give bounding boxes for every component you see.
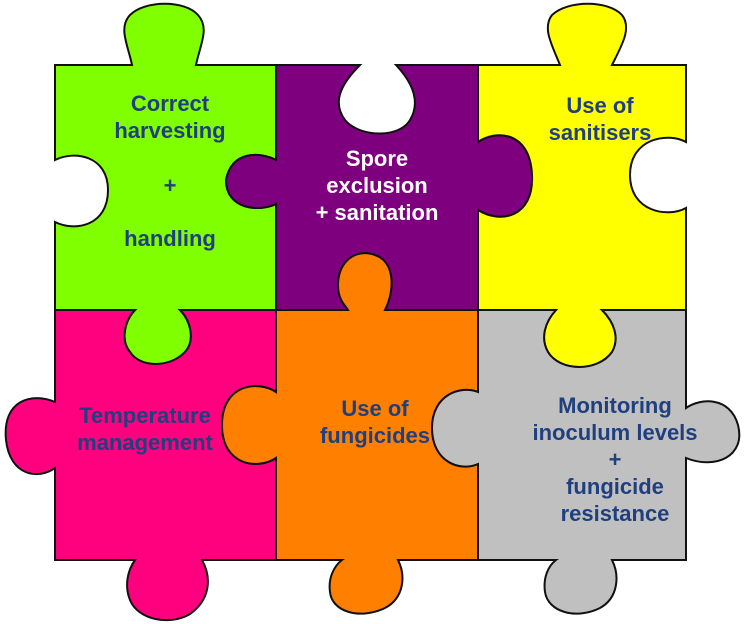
label-line: Correct — [130, 91, 210, 116]
puzzle-piece-magenta — [4, 309, 277, 622]
label-line: inoculum levels — [532, 420, 698, 445]
label-temperature-management: Temperature management — [55, 402, 235, 456]
label-line: Spore — [345, 146, 409, 171]
label-line: Use of — [566, 93, 634, 118]
puzzle-piece-grey — [430, 309, 741, 615]
label-use-of-sanitisers: Use of sanitisers — [525, 92, 675, 146]
label-line: handling — [124, 226, 216, 251]
label-monitoring: Monitoring inoculum levels + fungicide r… — [520, 392, 710, 527]
label-line: exclusion — [326, 173, 428, 198]
label-line: + — [608, 447, 622, 472]
label-line: fungicide — [566, 474, 664, 499]
label-line: Use of — [341, 396, 409, 421]
label-line: harvesting — [114, 118, 226, 143]
label-correct-harvesting: Correct harvesting + handling — [100, 90, 240, 252]
label-line: management — [77, 430, 213, 455]
label-spore-exclusion: Spore exclusion + sanitation — [292, 145, 462, 226]
label-line: Temperature — [79, 403, 211, 428]
label-line: + sanitation — [315, 200, 439, 225]
label-line: resistance — [560, 501, 670, 526]
label-use-of-fungicides: Use of fungicides — [305, 395, 445, 449]
label-line: fungicides — [319, 423, 430, 448]
label-line: sanitisers — [548, 120, 652, 145]
label-line: Monitoring — [558, 393, 672, 418]
label-line: + — [163, 173, 177, 198]
